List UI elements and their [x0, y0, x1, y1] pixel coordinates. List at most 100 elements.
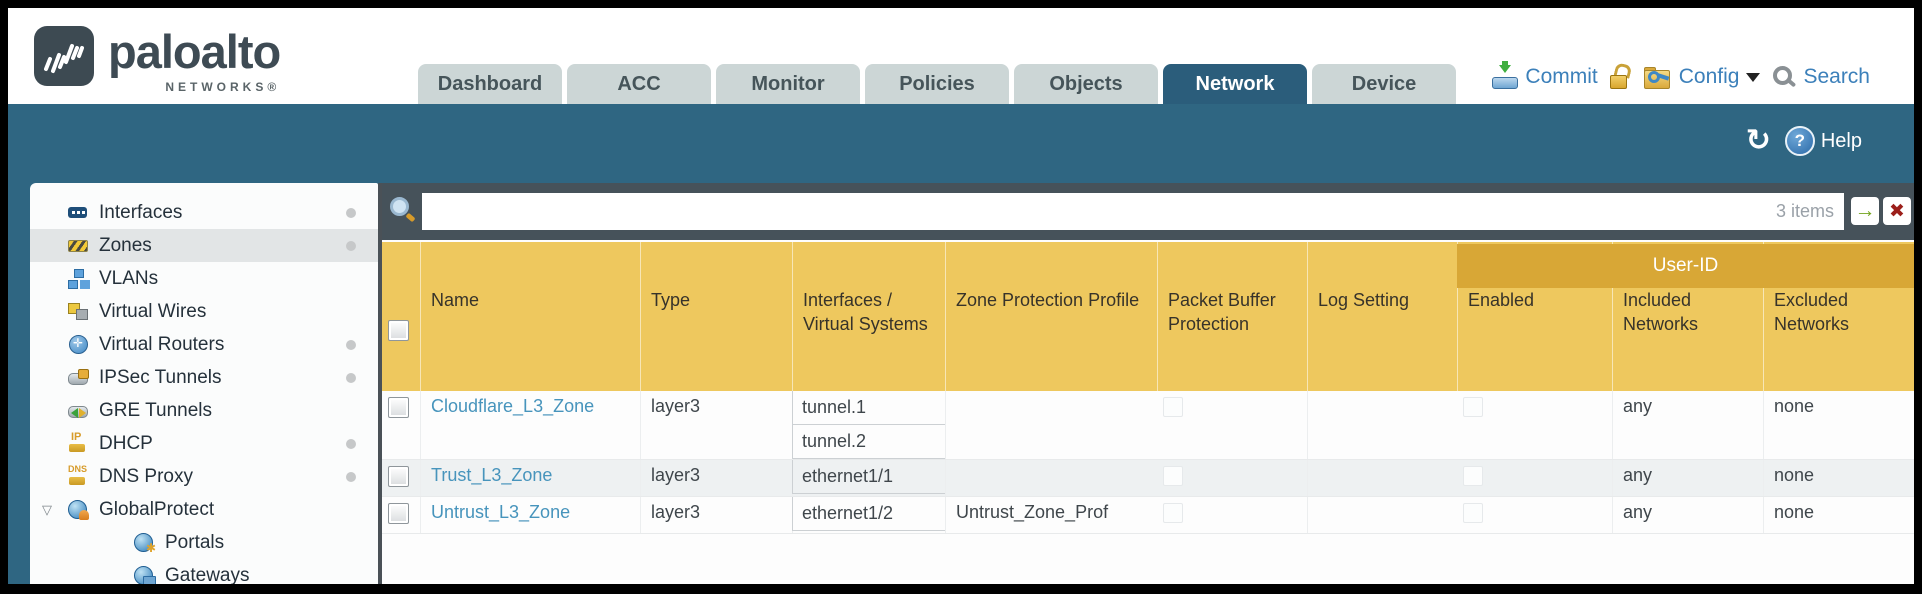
enabled-checkbox[interactable]: [1463, 503, 1483, 523]
packet-buffer-checkbox[interactable]: [1163, 397, 1183, 417]
column-header-excluded-networks[interactable]: Excluded Networks: [1763, 242, 1914, 391]
column-header-enabled[interactable]: Enabled: [1457, 242, 1612, 391]
sidebar-item-gre-tunnels[interactable]: GRE Tunnels: [30, 394, 378, 427]
included-networks-cell: any: [1612, 391, 1763, 459]
clear-filter-button[interactable]: [1883, 197, 1911, 225]
status-dot: [346, 372, 356, 383]
column-header-included-networks[interactable]: Included Networks: [1612, 242, 1763, 391]
row-checkbox[interactable]: [388, 397, 409, 418]
row-checkbox[interactable]: [388, 466, 409, 487]
apply-filter-button[interactable]: [1851, 197, 1879, 225]
tab-policies[interactable]: Policies: [865, 64, 1009, 104]
sidebar-item-label: Virtual Routers: [99, 333, 225, 355]
row-checkbox[interactable]: [388, 503, 409, 524]
sidebar-item-label: GlobalProtect: [99, 498, 215, 520]
interfaces-cell: ethernet1/1: [792, 460, 946, 496]
interfaces-cell: ethernet1/2: [792, 497, 946, 533]
excluded-networks-cell: none: [1763, 497, 1914, 533]
sidebar-item-label: GRE Tunnels: [99, 399, 212, 421]
zone-name-link[interactable]: Untrust_L3_Zone: [431, 502, 571, 522]
status-dot: [346, 240, 356, 251]
tab-dashboard[interactable]: Dashboard: [418, 64, 562, 104]
sidebar-item-zones[interactable]: Zones: [30, 229, 378, 262]
zone-name-link[interactable]: Trust_L3_Zone: [431, 465, 553, 485]
sidebar-item-ipsec-tunnels[interactable]: IPSec Tunnels: [30, 361, 378, 394]
zone-protection-profile-cell: [945, 460, 1157, 496]
sidebar-item-virtual-wires[interactable]: Virtual Wires: [30, 295, 378, 328]
sidebar-item-gateways[interactable]: Gateways: [30, 559, 378, 584]
row-select-cell: [382, 497, 420, 533]
sidebar-item-label: Gateways: [165, 564, 250, 585]
tab-objects[interactable]: Objects: [1014, 64, 1158, 104]
vlans-icon: [68, 268, 89, 289]
globalprotect-icon: [68, 499, 89, 520]
paloalto-logo-icon: [34, 26, 94, 86]
sidebar-item-label: Virtual Wires: [99, 300, 207, 322]
tab-network[interactable]: Network: [1163, 64, 1307, 104]
column-header-type[interactable]: Type: [640, 242, 792, 391]
help-button[interactable]: ? Help: [1784, 126, 1862, 156]
enabled-checkbox[interactable]: [1463, 397, 1483, 417]
enabled-checkbox[interactable]: [1463, 466, 1483, 486]
interface-item: tunnel.1: [792, 391, 946, 425]
search-button[interactable]: Search: [1772, 65, 1870, 89]
chevron-down-icon: [1746, 73, 1761, 89]
sidebar-item-interfaces[interactable]: Interfaces: [30, 196, 378, 229]
config-menu-button[interactable]: Config: [1643, 65, 1761, 89]
sidebar-item-label: Interfaces: [99, 201, 183, 223]
zone-name-link[interactable]: Cloudflare_L3_Zone: [431, 396, 595, 416]
included-networks-cell: any: [1612, 460, 1763, 496]
tab-acc[interactable]: ACC: [567, 64, 711, 104]
tab-monitor[interactable]: Monitor: [716, 64, 860, 104]
sidebar-item-globalprotect[interactable]: ▽ GlobalProtect: [30, 493, 378, 526]
enabled-cell: [1457, 460, 1612, 496]
column-header-log-setting[interactable]: Log Setting: [1307, 242, 1457, 391]
sidebar-item-virtual-routers[interactable]: Virtual Routers: [30, 328, 378, 361]
filter-toolbar: 3 items: [382, 183, 1914, 240]
log-setting-cell: [1307, 497, 1457, 533]
column-header-interfaces-virtual-systems[interactable]: Interfaces / Virtual Systems: [792, 242, 945, 391]
sidebar-item-vlans[interactable]: VLANs: [30, 262, 378, 295]
sidebar-item-dhcp[interactable]: DHCP: [30, 427, 378, 460]
packet-buffer-checkbox[interactable]: [1163, 466, 1183, 486]
column-group-user-id: User-ID: [1457, 244, 1914, 288]
commit-button[interactable]: Commit: [1492, 61, 1598, 89]
column-header-packet-buffer-protection[interactable]: Packet Buffer Protection: [1157, 242, 1307, 391]
config-label: Config: [1678, 65, 1740, 88]
sidebar-item-portals[interactable]: Portals: [30, 526, 378, 559]
portals-icon: [134, 532, 156, 555]
column-header-zone-protection-profile[interactable]: Zone Protection Profile: [945, 242, 1157, 391]
sidebar-item-dns-proxy[interactable]: DNS Proxy: [30, 460, 378, 493]
search-label: Search: [1803, 65, 1870, 88]
tab-device[interactable]: Device: [1312, 64, 1456, 104]
zone-protection-profile-cell: [945, 391, 1157, 459]
packet-buffer-protection-cell: [1157, 460, 1307, 496]
virtual-wires-icon: [68, 301, 89, 322]
row-select-cell: [382, 391, 420, 459]
column-header-name[interactable]: Name: [420, 242, 640, 391]
name-cell: Cloudflare_L3_Zone: [420, 391, 640, 459]
filter-input[interactable]: [422, 193, 1844, 230]
help-label: Help: [1820, 129, 1862, 152]
packet-buffer-protection-cell: [1157, 391, 1307, 459]
lock-icon[interactable]: [1609, 62, 1633, 90]
packet-buffer-checkbox[interactable]: [1163, 503, 1183, 523]
sidebar-item-label: DHCP: [99, 432, 153, 454]
refresh-icon[interactable]: ↻: [1745, 124, 1771, 157]
brand-wordmark: paloalto: [108, 25, 281, 78]
collapse-triangle-icon[interactable]: ▽: [42, 501, 52, 517]
enabled-cell: [1457, 497, 1612, 533]
included-networks-cell: any: [1612, 497, 1763, 533]
select-all-checkbox[interactable]: [388, 320, 409, 341]
config-icon: [1643, 65, 1672, 89]
log-setting-cell: [1307, 391, 1457, 459]
